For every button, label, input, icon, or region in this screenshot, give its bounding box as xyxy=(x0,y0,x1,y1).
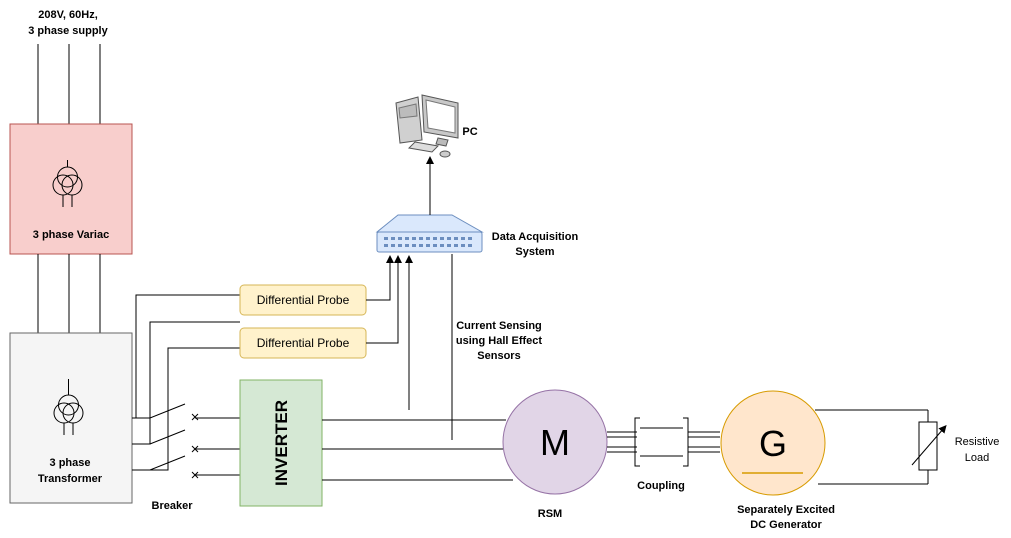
load-label-line1: Resistive xyxy=(955,436,1000,448)
generator-label-line1: Separately Excited xyxy=(737,504,835,516)
transformer-icon xyxy=(52,160,83,207)
load-label-line2: Load xyxy=(965,452,989,464)
transformer-block[interactable]: 3 phase Transformer xyxy=(9,332,133,504)
transformer-label-line1: 3 phase xyxy=(50,457,91,469)
motor-label: RSM xyxy=(538,508,562,520)
generator-load-wires xyxy=(815,409,929,485)
data-acquisition-system[interactable] xyxy=(375,214,484,253)
breaker-label: Breaker xyxy=(152,500,194,512)
transformer-label-line2: Transformer xyxy=(38,473,103,485)
variac-block[interactable]: 3 phase Variac xyxy=(9,123,133,255)
supply-label-line1: 208V, 60Hz, xyxy=(38,9,98,21)
inverter-motor-wires xyxy=(322,419,513,481)
generator-label-line2: DC Generator xyxy=(750,519,822,531)
differential-probe-1[interactable]: Differential Probe xyxy=(239,284,367,316)
coupling-label: Coupling xyxy=(637,480,685,492)
dc-generator[interactable]: G xyxy=(720,390,826,496)
daq-label-line2: System xyxy=(515,246,554,258)
coupling-assembly xyxy=(607,417,720,467)
pc-label: PC xyxy=(462,126,477,138)
current-sensing-line3: Sensors xyxy=(477,350,520,362)
probe1-label: Differential Probe xyxy=(257,293,350,307)
breaker-switches xyxy=(132,403,240,479)
current-sensing-line2: using Hall Effect xyxy=(456,335,543,347)
resistive-load-icon[interactable] xyxy=(911,421,947,471)
inverter-label: INVERTER xyxy=(272,400,291,486)
variac-transformer-lines xyxy=(37,254,101,333)
pc-icon[interactable] xyxy=(395,94,459,158)
supply-label-line2: 3 phase supply xyxy=(28,25,108,37)
current-sensing-line1: Current Sensing xyxy=(456,320,542,332)
supply-lines xyxy=(37,44,101,124)
differential-probe-2[interactable]: Differential Probe xyxy=(239,327,367,359)
probe2-label: Differential Probe xyxy=(257,336,350,350)
variac-label: 3 phase Variac xyxy=(33,229,109,241)
transformer-symbol-icon xyxy=(53,379,84,435)
motor-symbol: M xyxy=(540,422,570,463)
probe-daq-arrows xyxy=(366,254,453,440)
daq-ports xyxy=(384,237,472,247)
inverter-block[interactable]: INVERTER xyxy=(239,379,323,507)
generator-symbol: G xyxy=(759,423,787,464)
motor-rsm[interactable]: M xyxy=(502,389,608,495)
daq-label-line1: Data Acquisition xyxy=(492,231,579,243)
